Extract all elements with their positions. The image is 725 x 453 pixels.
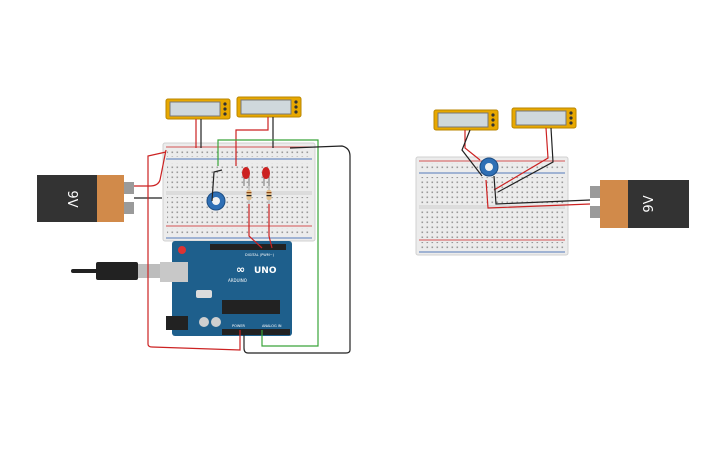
arduino-logo: ∞ [236,263,245,276]
battery-left[interactable]: 9V [37,175,134,222]
wire-green [217,139,319,347]
arduino-uno[interactable]: ∞ UNO ARDUINO DIGITAL (PWM~) POWER ANALO… [160,241,292,336]
wire-red-meter2 [235,117,269,166]
wire-black-rmeter2 [497,127,554,193]
multimeter-right-2[interactable] [511,107,577,129]
wires-left [134,117,351,354]
wire-red-5v [147,151,241,351]
breadboard-left[interactable] [162,142,316,242]
wire-red-rmeter2 [493,127,549,191]
arduino-uno-label: UNO [254,266,277,276]
right-circuit: 9V [415,107,689,256]
breadboard-right[interactable] [415,156,569,256]
wire-black-rmeter1 [461,129,483,177]
arduino-power-label: POWER [232,324,246,328]
usb-cable [71,262,160,280]
battery-left-label: 9V [64,190,79,207]
led-2[interactable] [262,167,270,186]
wire-red-pin2 [268,204,273,249]
wire-black-gnd [243,145,351,354]
multimeter-right-1[interactable] [433,109,499,131]
battery-right[interactable]: 9V [590,180,689,228]
resistor-1[interactable] [246,186,252,204]
potentiometer-right[interactable] [479,157,499,177]
left-circuit: 9V ∞ UNO ARDUINO DIGITAL (PWM~) POWER AN… [37,96,351,354]
multimeter-left-1[interactable] [165,98,231,120]
wire-black-pot [211,169,223,202]
wires-right [461,127,591,209]
wire-red-pin1 [248,204,263,249]
wire-red-battery-r [485,179,591,209]
battery-right-label: 9V [642,195,657,212]
led-1[interactable] [242,167,250,186]
resistor-2[interactable] [266,186,272,204]
wire-black-battery-r [493,175,591,205]
arduino-analog-label: ANALOG IN [262,324,282,328]
arduino-digital-label: DIGITAL (PWM~) [245,253,275,257]
arduino-brand-label: ARDUINO [228,278,247,283]
potentiometer-left[interactable] [206,191,226,211]
multimeter-left-2[interactable] [236,96,302,118]
wire-red-rmeter1 [464,130,481,161]
wire-red-battery [134,149,167,187]
